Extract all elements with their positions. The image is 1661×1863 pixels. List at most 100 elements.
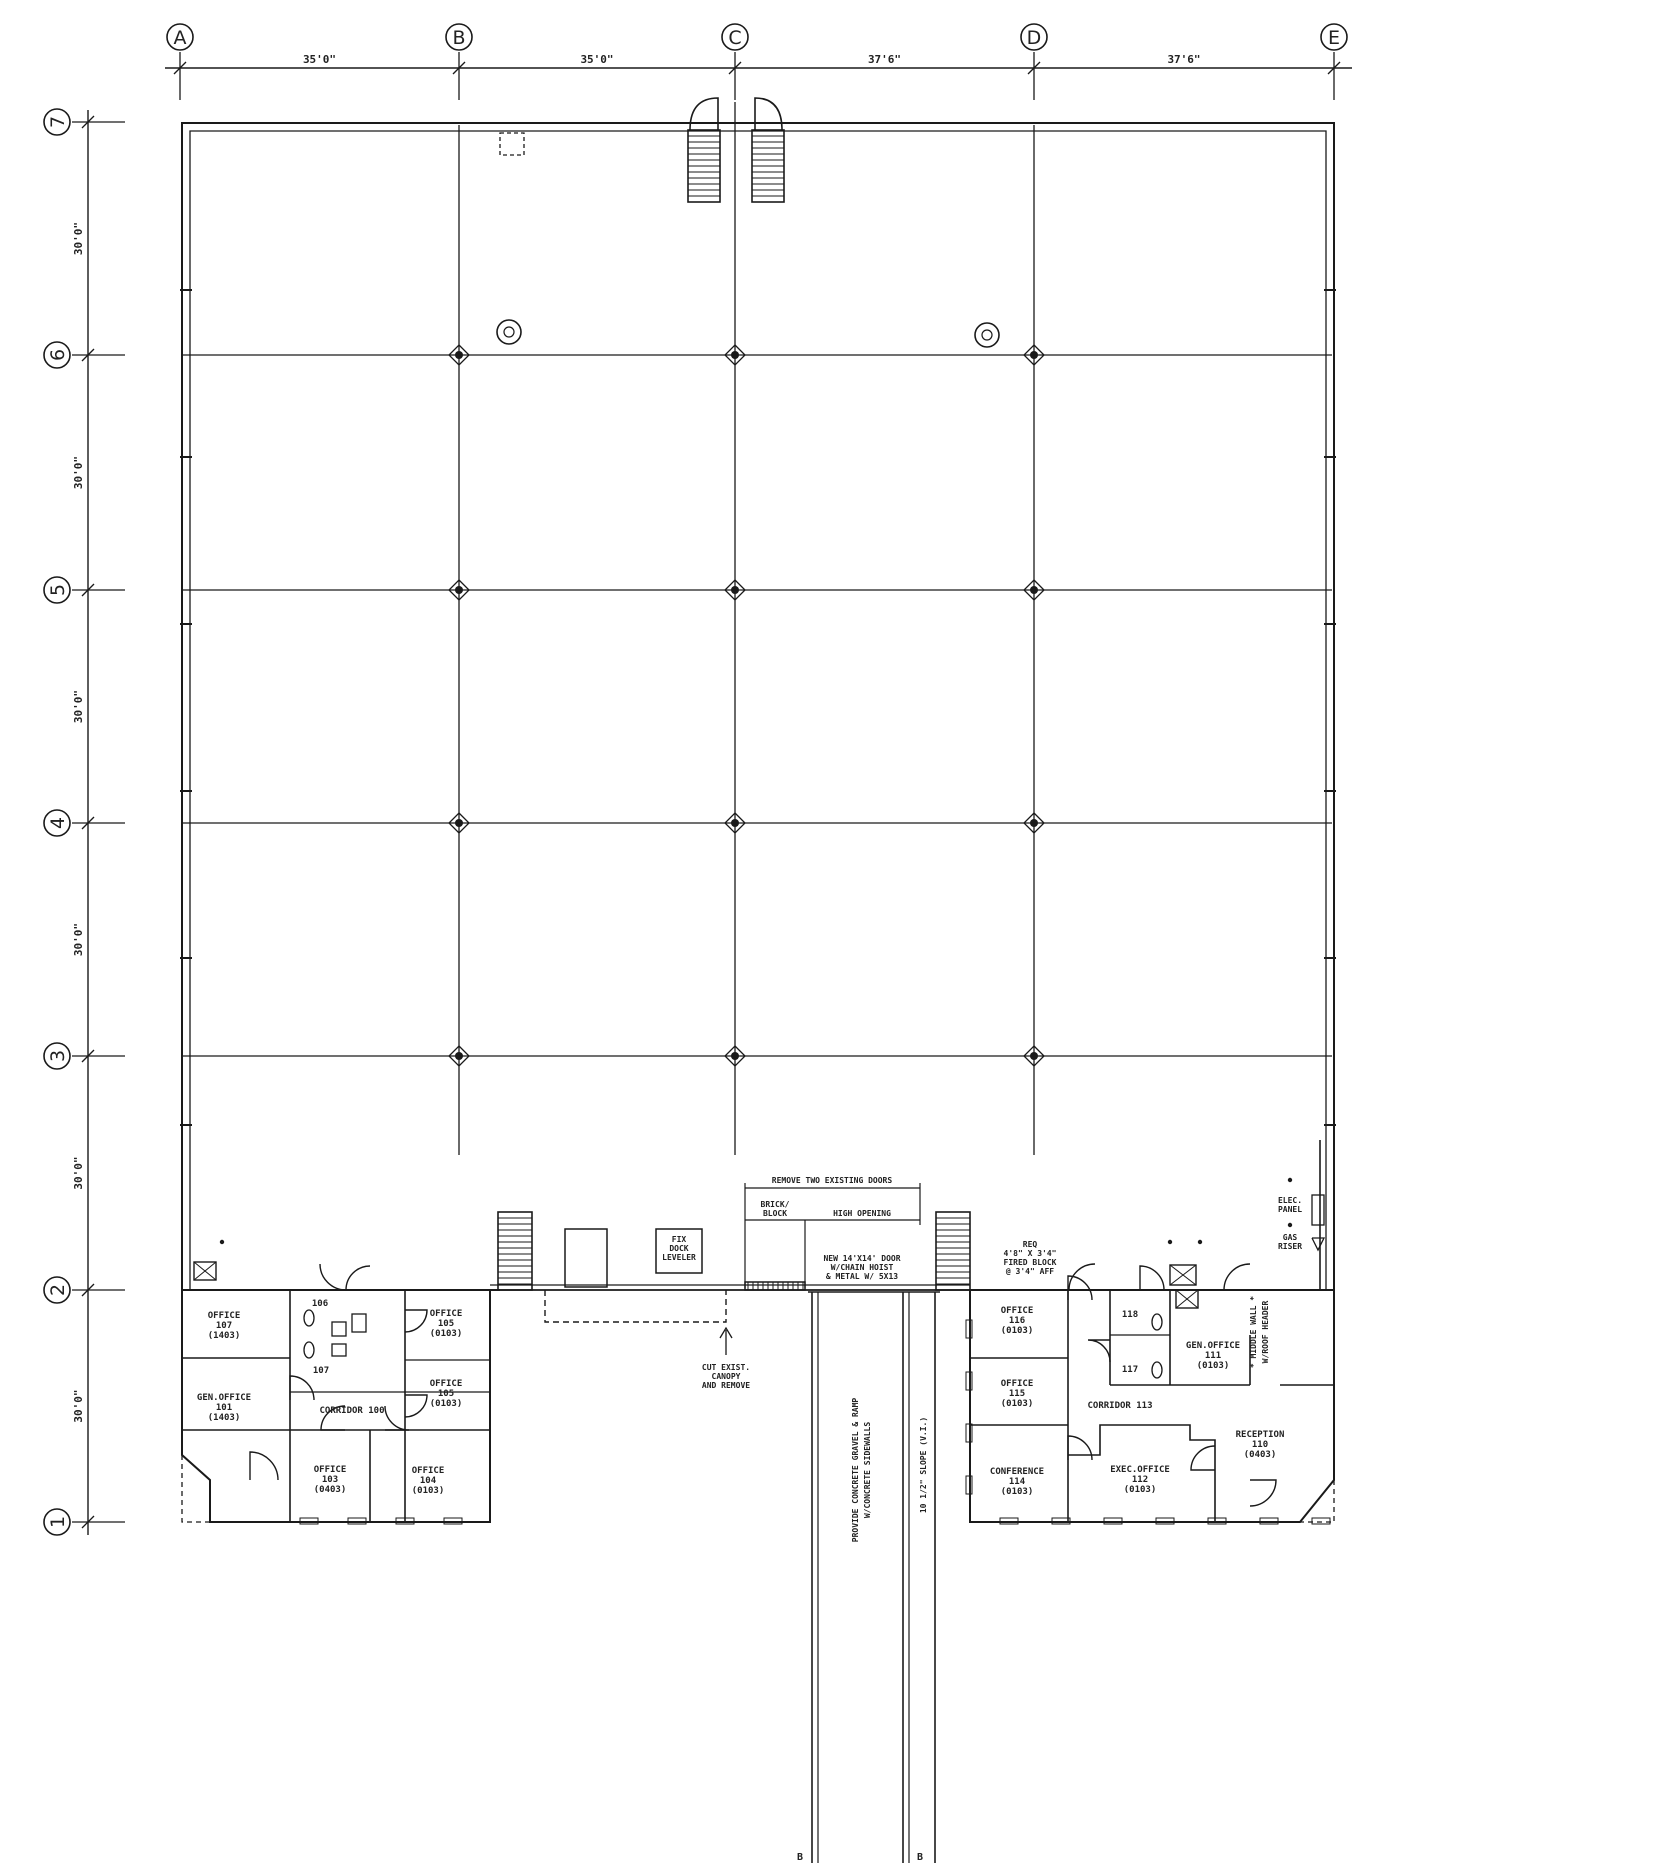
room-label: CORRIDOR 113 <box>1087 1401 1152 1411</box>
window-icon <box>999 1517 1019 1525</box>
room-label: 106 <box>312 1299 328 1309</box>
room-label: 105 <box>438 1319 454 1329</box>
marker-dot <box>219 1239 225 1245</box>
marker-dot <box>1197 1239 1203 1245</box>
column-marker <box>448 1045 470 1067</box>
window-icon <box>1207 1517 1227 1525</box>
note-middle-wall: * MIDDLE WALL * <box>1249 1296 1258 1368</box>
column-marker <box>448 579 470 601</box>
room-label: (0103) <box>412 1486 445 1496</box>
room-label: 118 <box>1122 1310 1138 1320</box>
room-label: OFFICE <box>430 1309 463 1319</box>
window-icon <box>1311 1517 1331 1525</box>
column-center <box>731 351 739 359</box>
row-spacing-label: 30'0" <box>72 1389 85 1422</box>
room-label: (0403) <box>314 1485 347 1495</box>
grid-bubble-2 <box>43 1276 71 1304</box>
toilet-icon <box>1151 1361 1163 1379</box>
east-wing-outline <box>969 1290 1335 1523</box>
electrical-box-icon <box>1175 1289 1199 1309</box>
room-label: OFFICE <box>208 1311 241 1321</box>
fixture-icon <box>351 1313 367 1333</box>
door-swing <box>1067 1435 1093 1461</box>
column-marker <box>1023 344 1045 366</box>
grid-bubble-label: E <box>1328 27 1340 49</box>
note-new-door: W/CHAIN HOIST <box>831 1263 894 1272</box>
grid-bubble-7 <box>43 108 71 136</box>
room-label: CONFERENCE <box>990 1467 1044 1477</box>
room-label: 115 <box>1009 1389 1025 1399</box>
room-label: 110 <box>1252 1440 1268 1450</box>
note-brick-block: BLOCK <box>763 1209 787 1218</box>
electrical-box-icon <box>1169 1264 1197 1286</box>
toilet-icon <box>1151 1313 1163 1331</box>
room-label: GEN.OFFICE <box>1186 1341 1240 1351</box>
column-marker <box>724 579 746 601</box>
building-structure <box>180 97 1336 1863</box>
note-high-opening: HIGH OPENING <box>833 1209 891 1218</box>
room-label: (0103) <box>1124 1485 1157 1495</box>
fixture-icon <box>331 1343 347 1357</box>
roof-drain-icon <box>503 326 515 338</box>
dimension-tick <box>1327 61 1341 75</box>
dimension-tick <box>81 1049 95 1063</box>
note-remove-doors: REMOVE TWO EXISTING DOORS <box>772 1176 893 1185</box>
window-icon <box>1259 1517 1279 1525</box>
room-label: 117 <box>1122 1365 1138 1375</box>
dimension-strings: 35'0"35'0"37'6"37'6"30'0"30'0"30'0"30'0"… <box>72 52 1352 1535</box>
dimension-tick <box>81 583 95 597</box>
note-middle-wall: W/ROOF HEADER <box>1261 1301 1270 1364</box>
window-icon <box>965 1475 973 1495</box>
roof-hatch-outline <box>499 132 525 156</box>
grid-bubble-E <box>1320 23 1348 51</box>
grid-bubble-label: B <box>452 27 465 49</box>
grid-bubble-label: 1 <box>47 1516 69 1528</box>
grid-bubble-label: 6 <box>47 349 69 361</box>
room-label: 112 <box>1132 1475 1148 1485</box>
row-spacing-label: 30'0" <box>72 690 85 723</box>
note-slope: 10 1/2" SLOPE (V.I.) <box>919 1417 928 1513</box>
room-label: EXEC.OFFICE <box>1110 1465 1170 1475</box>
grid-bubble-label: 5 <box>47 584 69 596</box>
electrical-box-icon <box>1175 1289 1199 1309</box>
window-icon <box>1051 1517 1071 1525</box>
dashed-outline <box>1300 1480 1335 1523</box>
door-swing <box>320 1405 346 1431</box>
grid-bubble-B <box>445 23 473 51</box>
structural-grid <box>182 125 1332 1155</box>
dimension-tick <box>173 61 187 75</box>
grid-bubble-6 <box>43 341 71 369</box>
column-marker <box>724 1045 746 1067</box>
dimension-tick <box>81 816 95 830</box>
dimension-tick <box>452 61 466 75</box>
row-spacing-label: 30'0" <box>72 222 85 255</box>
grid-bubble-label: A <box>174 27 187 49</box>
dimension-tick <box>81 1515 95 1529</box>
note-new-door: NEW 14'X14' DOOR <box>823 1254 900 1263</box>
column-marker <box>1023 1045 1045 1067</box>
door-swing <box>384 1405 410 1431</box>
grid-bubble-C <box>721 23 749 51</box>
note-brick-block: BRICK/ <box>761 1200 790 1209</box>
marker-dot <box>1287 1222 1293 1228</box>
marker-dot <box>1167 1239 1173 1245</box>
room-label: OFFICE <box>430 1379 463 1389</box>
column-center <box>731 819 739 827</box>
grid-bubble-label: D <box>1027 27 1042 49</box>
room-label: (0103) <box>1197 1361 1230 1371</box>
section-mark-label: B <box>917 1852 923 1863</box>
door-swing <box>754 97 783 131</box>
interior-wall <box>1068 1424 1216 1522</box>
column-center <box>731 1052 739 1060</box>
door-swing <box>1249 1479 1277 1507</box>
grid-bubble-5 <box>43 576 71 604</box>
column-center <box>455 351 463 359</box>
column-center <box>1030 351 1038 359</box>
room-label: 111 <box>1205 1351 1221 1361</box>
room-label: (0103) <box>430 1399 463 1409</box>
fixture-icon <box>331 1321 347 1337</box>
note-gas-riser: GAS <box>1283 1233 1298 1242</box>
room-label: 103 <box>322 1475 338 1485</box>
toilet-icon <box>303 1309 315 1327</box>
column-spacing-label: 35'0" <box>303 53 336 66</box>
